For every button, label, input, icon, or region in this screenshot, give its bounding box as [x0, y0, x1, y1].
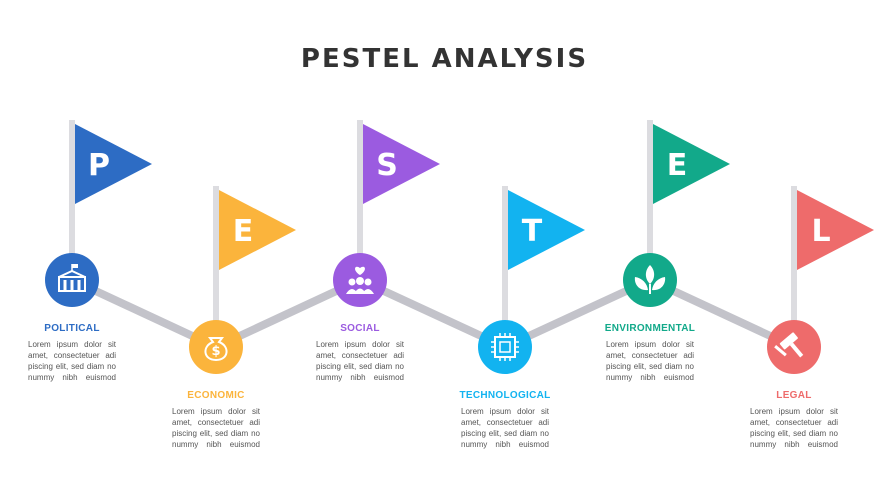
- description-line: Lorem ipsum dolor sit: [316, 340, 404, 349]
- technological-circle: [478, 320, 532, 374]
- description-line: Lorem ipsum dolor sit: [461, 407, 549, 416]
- gavel-icon: [774, 332, 804, 358]
- social-description: Lorem ipsum dolor sit amet, consectetuer …: [316, 339, 404, 383]
- environmental-label: ENVIRONMENTAL: [604, 323, 696, 334]
- page-title: PESTEL ANALYSIS: [300, 44, 589, 74]
- description-line: nummy nibh euismod: [461, 440, 549, 449]
- description-line: piscing elit, sed diam no: [172, 429, 260, 438]
- flag-letter: E: [667, 148, 688, 183]
- description-line: Lorem ipsum dolor sit: [28, 340, 116, 349]
- microchip-icon: [491, 333, 519, 361]
- money-bag-icon: $: [204, 337, 228, 362]
- description-line: Lorem ipsum dolor sit: [606, 340, 694, 349]
- flag-pole: [213, 186, 219, 347]
- flag-pole: [502, 186, 508, 347]
- environmental-description: Lorem ipsum dolor sit amet, consectetuer …: [606, 339, 694, 383]
- svg-text:$: $: [211, 344, 220, 359]
- flag-economic: [219, 190, 296, 270]
- flag-legal: [797, 190, 874, 270]
- economic-label: ECONOMIC: [187, 390, 245, 401]
- description-line: amet, consectetuer adi: [461, 418, 549, 427]
- legal-description: Lorem ipsum dolor sit amet, consectetuer …: [750, 406, 838, 450]
- technological-label: TECHNOLOGICAL: [459, 390, 551, 401]
- political-description: Lorem ipsum dolor sit amet, consectetuer …: [28, 339, 116, 383]
- flag-technological: [508, 190, 585, 270]
- description-line: piscing elit, sed diam no: [606, 362, 694, 371]
- government-building-icon: [58, 264, 86, 292]
- flag-social: [363, 124, 440, 204]
- description-line: amet, consectetuer adi: [750, 418, 838, 427]
- description-line: nummy nibh euismod: [28, 373, 116, 382]
- flag-letter: E: [233, 214, 254, 249]
- legal-label: LEGAL: [776, 390, 812, 401]
- description-line: nummy nibh euismod: [316, 373, 404, 382]
- description-line: nummy nibh euismod: [606, 373, 694, 382]
- description-line: amet, consectetuer adi: [28, 351, 116, 360]
- description-line: nummy nibh euismod: [750, 440, 838, 449]
- flag-letter: T: [522, 214, 543, 249]
- leaves-icon: [634, 265, 666, 294]
- flag-environmental: [653, 124, 730, 204]
- description-line: piscing elit, sed diam no: [28, 362, 116, 371]
- description-line: amet, consectetuer adi: [606, 351, 694, 360]
- description-line: amet, consectetuer adi: [172, 418, 260, 427]
- technological-description: Lorem ipsum dolor sit amet, consectetuer …: [461, 406, 549, 450]
- flag-letter: L: [811, 214, 830, 249]
- description-line: piscing elit, sed diam no: [316, 362, 404, 371]
- flag-pole: [791, 186, 797, 347]
- economic-description: Lorem ipsum dolor sit amet, consectetuer …: [172, 406, 260, 450]
- flag-letter: P: [88, 148, 110, 183]
- description-line: piscing elit, sed diam no: [461, 429, 549, 438]
- people-heart-icon: [346, 266, 374, 294]
- flag-letter: S: [376, 148, 398, 183]
- political-label: POLITICAL: [44, 323, 100, 334]
- description-line: Lorem ipsum dolor sit: [750, 407, 838, 416]
- description-line: Lorem ipsum dolor sit: [172, 407, 260, 416]
- flag-pole: [647, 120, 653, 280]
- description-line: piscing elit, sed diam no: [750, 429, 838, 438]
- description-line: amet, consectetuer adi: [316, 351, 404, 360]
- economic-circle: [189, 320, 243, 374]
- description-line: nummy nibh euismod: [172, 440, 260, 449]
- flag-pole: [357, 120, 363, 280]
- social-label: SOCIAL: [340, 323, 380, 334]
- flag-political: [75, 124, 152, 204]
- flag-pole: [69, 120, 75, 280]
